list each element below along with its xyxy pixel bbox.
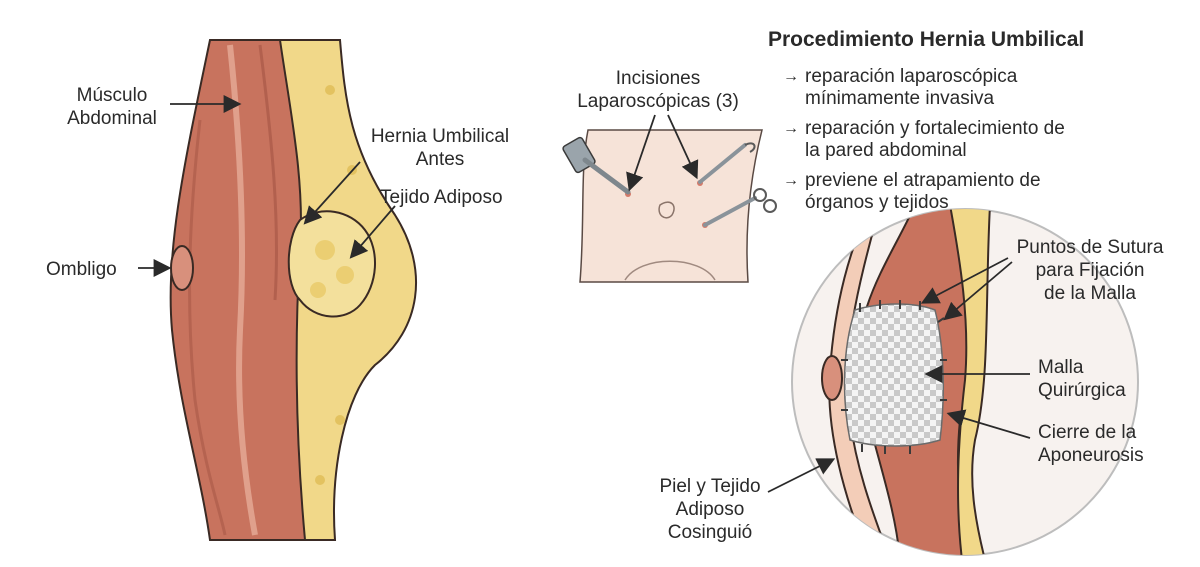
arrow-icon: → xyxy=(783,172,799,189)
arrow-icon: → xyxy=(783,120,799,137)
label-tejido-adiposo: Tejido Adiposo xyxy=(380,187,503,208)
bullet-item: →reparación y fortalecimiento de la pare… xyxy=(783,118,1065,161)
label-ombligo: Ombligo xyxy=(46,259,117,280)
label-cierre: Cierre de la Aponeurosis xyxy=(1038,422,1144,466)
navel-small xyxy=(658,201,675,219)
procedure-bullets: →reparación laparoscópica mínimamente in… xyxy=(783,66,1183,222)
laparoscopy-illustration xyxy=(562,129,777,283)
leader-arrows xyxy=(138,95,1031,493)
label-puntos-sutura: Puntos de Sutura para Fijación de la Mal… xyxy=(1016,237,1164,304)
scissors-icon xyxy=(703,188,777,227)
label-malla: Malla Quirúrgica xyxy=(1038,357,1126,401)
grasper-icon xyxy=(698,142,756,184)
laparoscope-icon xyxy=(562,136,631,195)
hernia-before-illustration xyxy=(169,39,417,541)
herniated-fat xyxy=(287,210,376,318)
label-piel-tejido: Piel y Tejido Adiposo Cosinguió xyxy=(659,476,761,543)
surgical-mesh xyxy=(843,303,945,447)
label-incisiones: Incisiones Laparoscópicas (3) xyxy=(577,68,739,112)
bullet-item: →reparación laparoscópica mínimamente in… xyxy=(783,66,1018,109)
procedure-title: Procedimiento Hernia Umbilical xyxy=(768,28,1085,51)
arrow-icon: → xyxy=(783,68,799,85)
label-hernia-antes: Hernia Umbilical Antes xyxy=(370,126,510,170)
bullet-item: →previene el atrapamiento de órganos y t… xyxy=(783,170,1041,213)
label-musculo-abdominal: Músculo Abdominal xyxy=(67,85,157,129)
navel xyxy=(170,245,194,291)
suture-points xyxy=(841,300,947,454)
